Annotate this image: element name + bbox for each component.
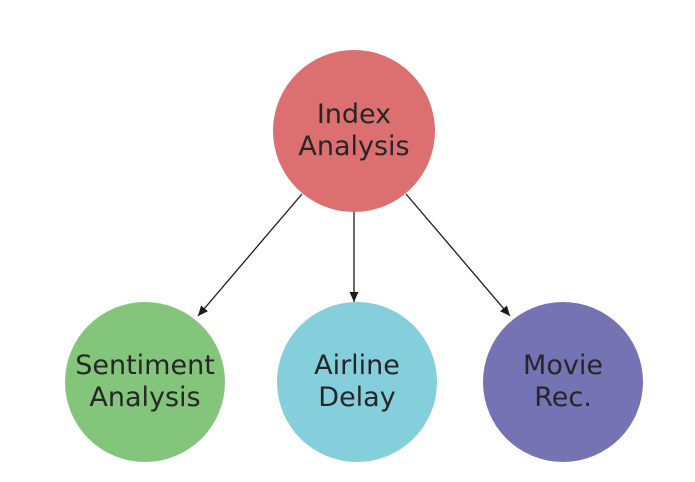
edge-index-to-movie <box>405 193 511 317</box>
node-sentiment-analysis-label: Sentiment Analysis <box>75 349 215 413</box>
node-index-analysis-label: Index Analysis <box>298 98 410 162</box>
node-movie-rec: Movie Rec. <box>483 302 643 462</box>
node-airline-delay-label: Airline Delay <box>314 349 400 413</box>
node-movie-rec-label: Movie Rec. <box>523 349 603 413</box>
node-airline-delay: Airline Delay <box>277 302 437 462</box>
edge-index-to-sentiment <box>197 193 303 317</box>
node-index-analysis: Index Analysis <box>273 50 435 212</box>
node-sentiment-analysis: Sentiment Analysis <box>65 302 225 462</box>
